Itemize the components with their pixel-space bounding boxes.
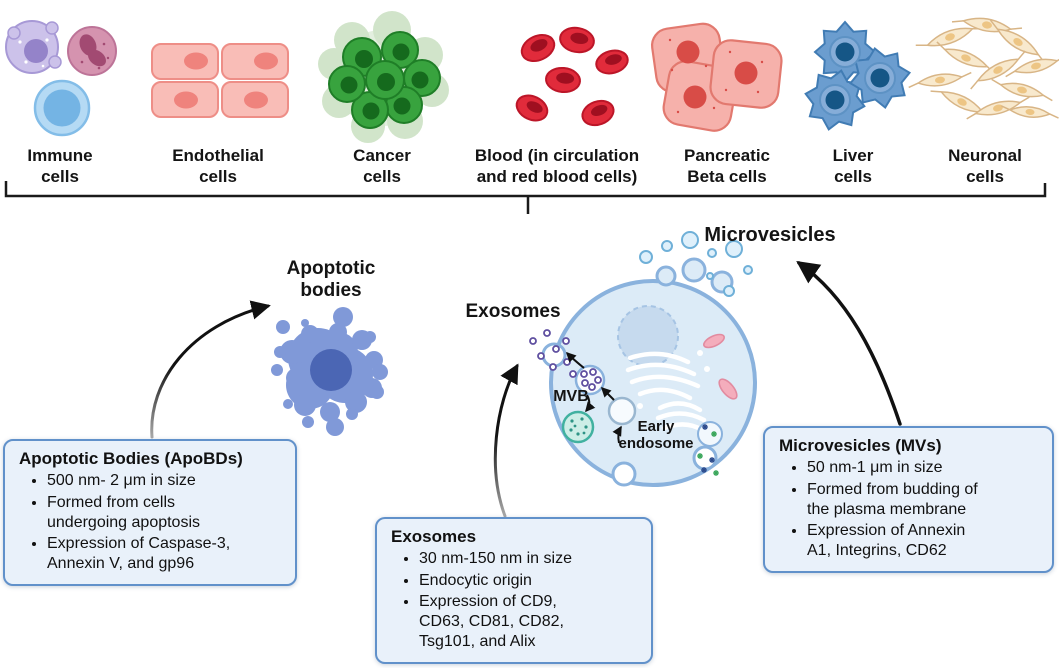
released-microvesicles: [639, 231, 753, 297]
exosomes-bullets: 30 nm-150 nm in size Endocytic origin Ex…: [389, 549, 641, 652]
apobds-title: Apoptotic Bodies (ApoBDs): [19, 449, 243, 468]
label-apoptotic-bodies: Apoptotic bodies: [286, 258, 376, 301]
early-endosome-vesicle: [607, 396, 637, 426]
label-blood-cells: Blood (in circulation and red blood cell…: [474, 146, 640, 186]
apoptotic-bodies-illustration: [271, 307, 388, 436]
mvs-bullet: Expression of Annexin A1, Integrins, CD6…: [807, 521, 1042, 561]
mvs-bullet: 50 nm-1 μm in size: [807, 458, 1042, 478]
cancer-cells-icon: [318, 11, 449, 143]
mitochondria: [703, 333, 738, 400]
label-pancreatic-beta-cells: Pancreatic Beta cells: [684, 146, 770, 186]
endocytosed-particles: [697, 453, 719, 476]
lysosome: [561, 410, 595, 444]
apobds-bullets: 500 nm- 2 μm in size Formed from cells u…: [17, 471, 285, 574]
exosomes-bullet: Expression of CD9, CD63, CD81, CD82, Tsg…: [419, 592, 641, 652]
exosomes-bullet: 30 nm-150 nm in size: [419, 549, 641, 569]
exosomes-title: Exosomes: [391, 527, 477, 546]
exosomes-bullet: Endocytic origin: [419, 571, 641, 591]
arrow-to-microvesicles: [796, 261, 902, 426]
liver-cells-icon: [804, 20, 912, 131]
mvs-title: Microvesicles (MVs): [779, 436, 942, 455]
mvs-bullet: Formed from budding of the plasma membra…: [807, 480, 1042, 520]
label-immune-cells: Immune cells: [27, 146, 93, 186]
apobds-info-box: Apoptotic Bodies (ApoBDs) 500 nm- 2 μm i…: [3, 439, 297, 587]
arrow-to-apoptotic-bodies: [150, 300, 271, 439]
pancreatic-beta-cells-icon: [650, 22, 783, 132]
apobds-bullet: Formed from cells undergoing apoptosis: [47, 493, 285, 533]
blood-cells-icon: [515, 26, 629, 127]
label-microvesicles: Microvesicles: [704, 224, 836, 246]
label-early-endosome: Early endosome: [618, 418, 694, 452]
label-cancer-cells: Cancer cells: [353, 146, 411, 186]
endocytic-vesicle: [697, 421, 723, 447]
mvs-info-box: Microvesicles (MVs) 50 nm-1 μm in size F…: [763, 426, 1054, 574]
apobds-bullet: 500 nm- 2 μm in size: [47, 471, 285, 491]
label-neuronal-cells: Neuronal cells: [948, 146, 1022, 186]
exosomes-info-box: Exosomes 30 nm-150 nm in size Endocytic …: [375, 517, 653, 665]
endothelial-cells-icon: [151, 43, 289, 118]
mvs-bullets: 50 nm-1 μm in size Formed from budding o…: [777, 458, 1042, 561]
arrow-to-exosomes: [493, 363, 519, 518]
grouping-bracket: [4, 181, 1047, 214]
label-mvb: MVB: [553, 388, 589, 405]
immune-cells-icon: [5, 20, 117, 137]
mvb-vesicle: [574, 364, 606, 396]
neuronal-cells-icon: [908, 17, 1059, 120]
label-endothelial-cells: Endothelial cells: [172, 146, 264, 186]
apobds-bullet: Expression of Caspase-3, Annexin V, and …: [47, 534, 285, 574]
pathway-arrows: [565, 351, 622, 444]
apoptotic-nucleus: [310, 349, 352, 391]
secreting-cell-illustration: [529, 231, 757, 487]
label-exosomes: Exosomes: [465, 301, 561, 322]
label-liver-cells: Liver cells: [832, 146, 874, 186]
